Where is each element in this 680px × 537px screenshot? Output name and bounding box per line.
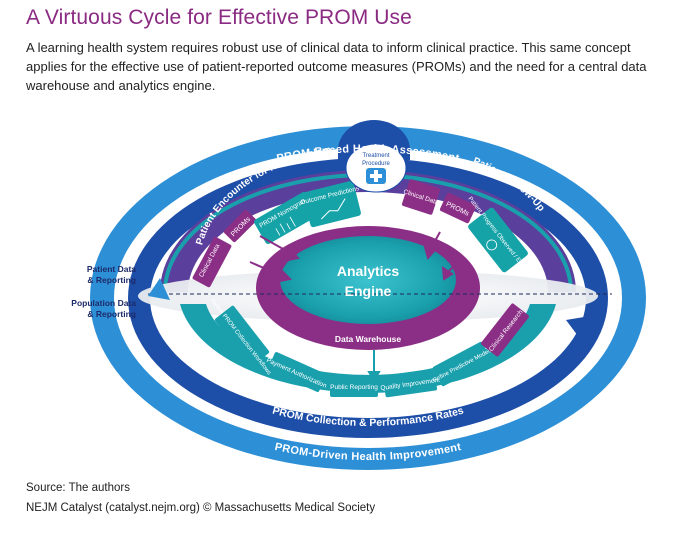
trend-icon [320,198,346,220]
medical-cross-icon [366,168,386,184]
page-subtitle: A learning health system requires robust… [26,40,647,93]
population-data-label-2: & Reporting [87,309,136,319]
source-note: Source: The authors [26,482,130,494]
svg-text:Public Reporting: Public Reporting [330,384,378,391]
left-tab-outcome-predictions: Outcome Predictions [300,180,361,228]
nomogram-icon [275,216,296,236]
warehouse-label: Data Warehouse [335,334,402,344]
cycle-arrowhead-right [566,316,590,336]
patient-data-label-2: & Reporting [87,275,136,285]
analytics-label: Analytics [337,263,399,279]
progress-icon [486,239,498,251]
svg-text:Treatment: Treatment [362,153,389,159]
right-tab-clinical-data: Clinical Data [401,179,441,215]
left-tab-prom-nomogram: PROM Nomogram [254,191,318,245]
prom-cycle-diagram: Clinical Data PROMs PROM Nomogram Outcom… [71,120,646,470]
credit-note: NEJM Catalyst (catalyst.nejm.org) © Mass… [26,502,376,514]
bottom-tab-public-reporting: Public Reporting [330,375,378,397]
population-data-label-1: Population Data [71,298,136,308]
analytics-engine [280,236,456,324]
treatment-badge: Treatment Procedure [338,120,410,193]
right-tab-proms: PROMs [439,192,477,224]
left-tabs: Clinical Data PROMs PROM Nomogram Outcom… [192,180,361,288]
engine-label: Engine [345,283,392,299]
flow-arrows [249,231,459,382]
page-title: A Virtuous Cycle for Effective PROM Use [26,6,412,29]
patient-data-label-1: Patient Data [87,264,136,274]
cycle-arrowhead-left [148,278,170,300]
svg-text:Procedure: Procedure [362,161,390,167]
bottom-tab-quality-improvement: Quality Improvement [380,368,441,398]
